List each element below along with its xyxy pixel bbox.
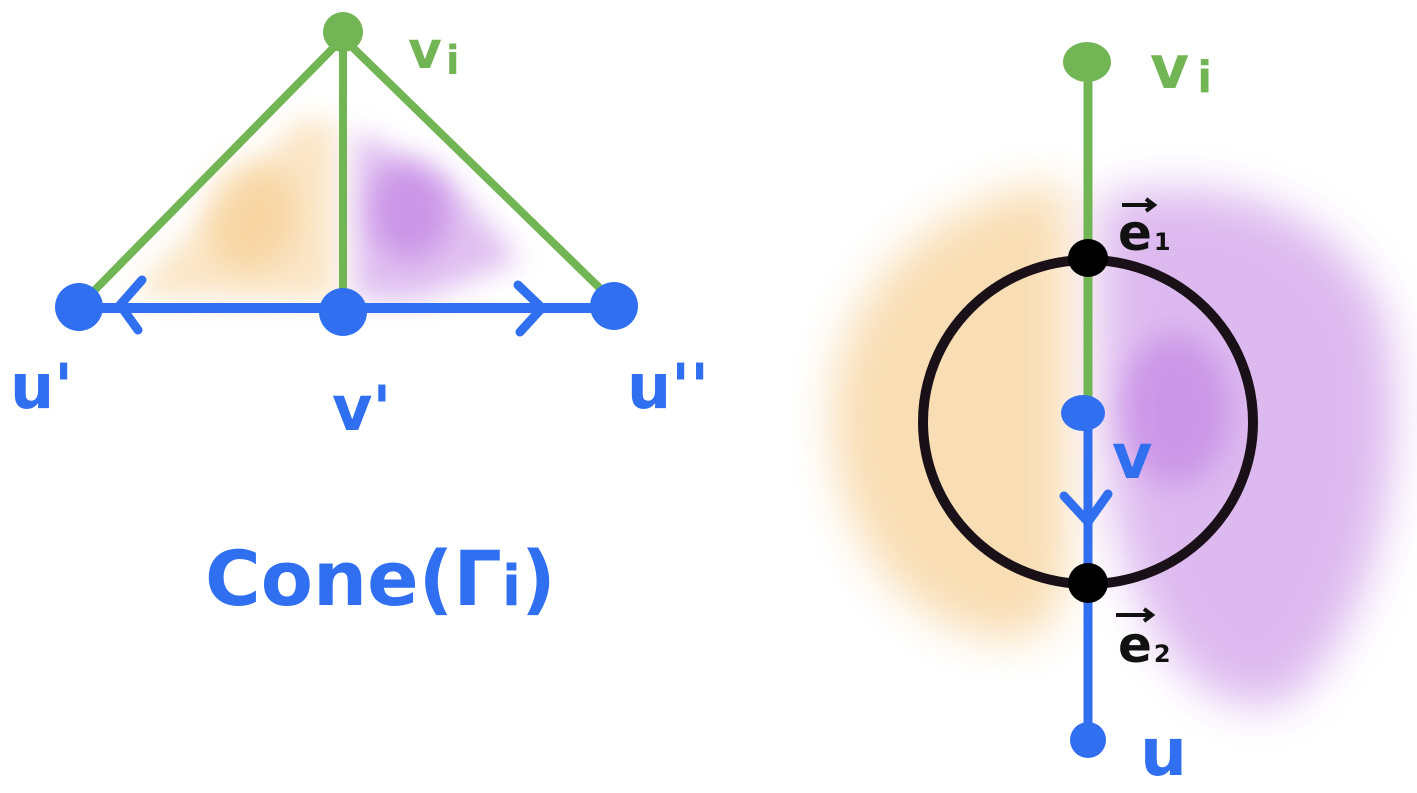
purple-core — [370, 160, 450, 260]
node-u — [1070, 722, 1106, 758]
node-uprime — [55, 283, 103, 331]
label-e1: e1 — [1118, 197, 1171, 262]
svg-text:e1: e1 — [1118, 204, 1171, 262]
node-v — [1061, 395, 1105, 431]
purple-dense-core — [1120, 335, 1230, 485]
orange-shaded-blob — [832, 185, 1068, 641]
node-vprime — [319, 288, 367, 336]
edge-vi-uprime — [81, 34, 347, 304]
node-e1-intersection — [1068, 239, 1108, 277]
label-u: u — [1140, 714, 1187, 791]
label-v: v — [1112, 420, 1152, 493]
label-udoubleprime: u'' — [627, 350, 709, 423]
node-udoubleprime — [590, 282, 638, 330]
cone-caption: Cone(Γi) — [205, 534, 556, 623]
left-arrow-icon — [115, 275, 147, 335]
edge-vi-udoubleprime — [339, 34, 616, 304]
label-e2: e2 — [1116, 607, 1171, 674]
svg-text:e2: e2 — [1118, 616, 1171, 674]
label-vprime: v' — [332, 372, 391, 445]
down-arrow-icon — [1059, 489, 1113, 527]
orange-core — [205, 160, 295, 270]
node-vi-left — [323, 12, 363, 52]
node-e2-intersection — [1068, 563, 1108, 603]
right-arrow-icon — [513, 280, 547, 337]
label-uprime: u' — [10, 350, 73, 423]
node-vi-right — [1063, 42, 1111, 82]
